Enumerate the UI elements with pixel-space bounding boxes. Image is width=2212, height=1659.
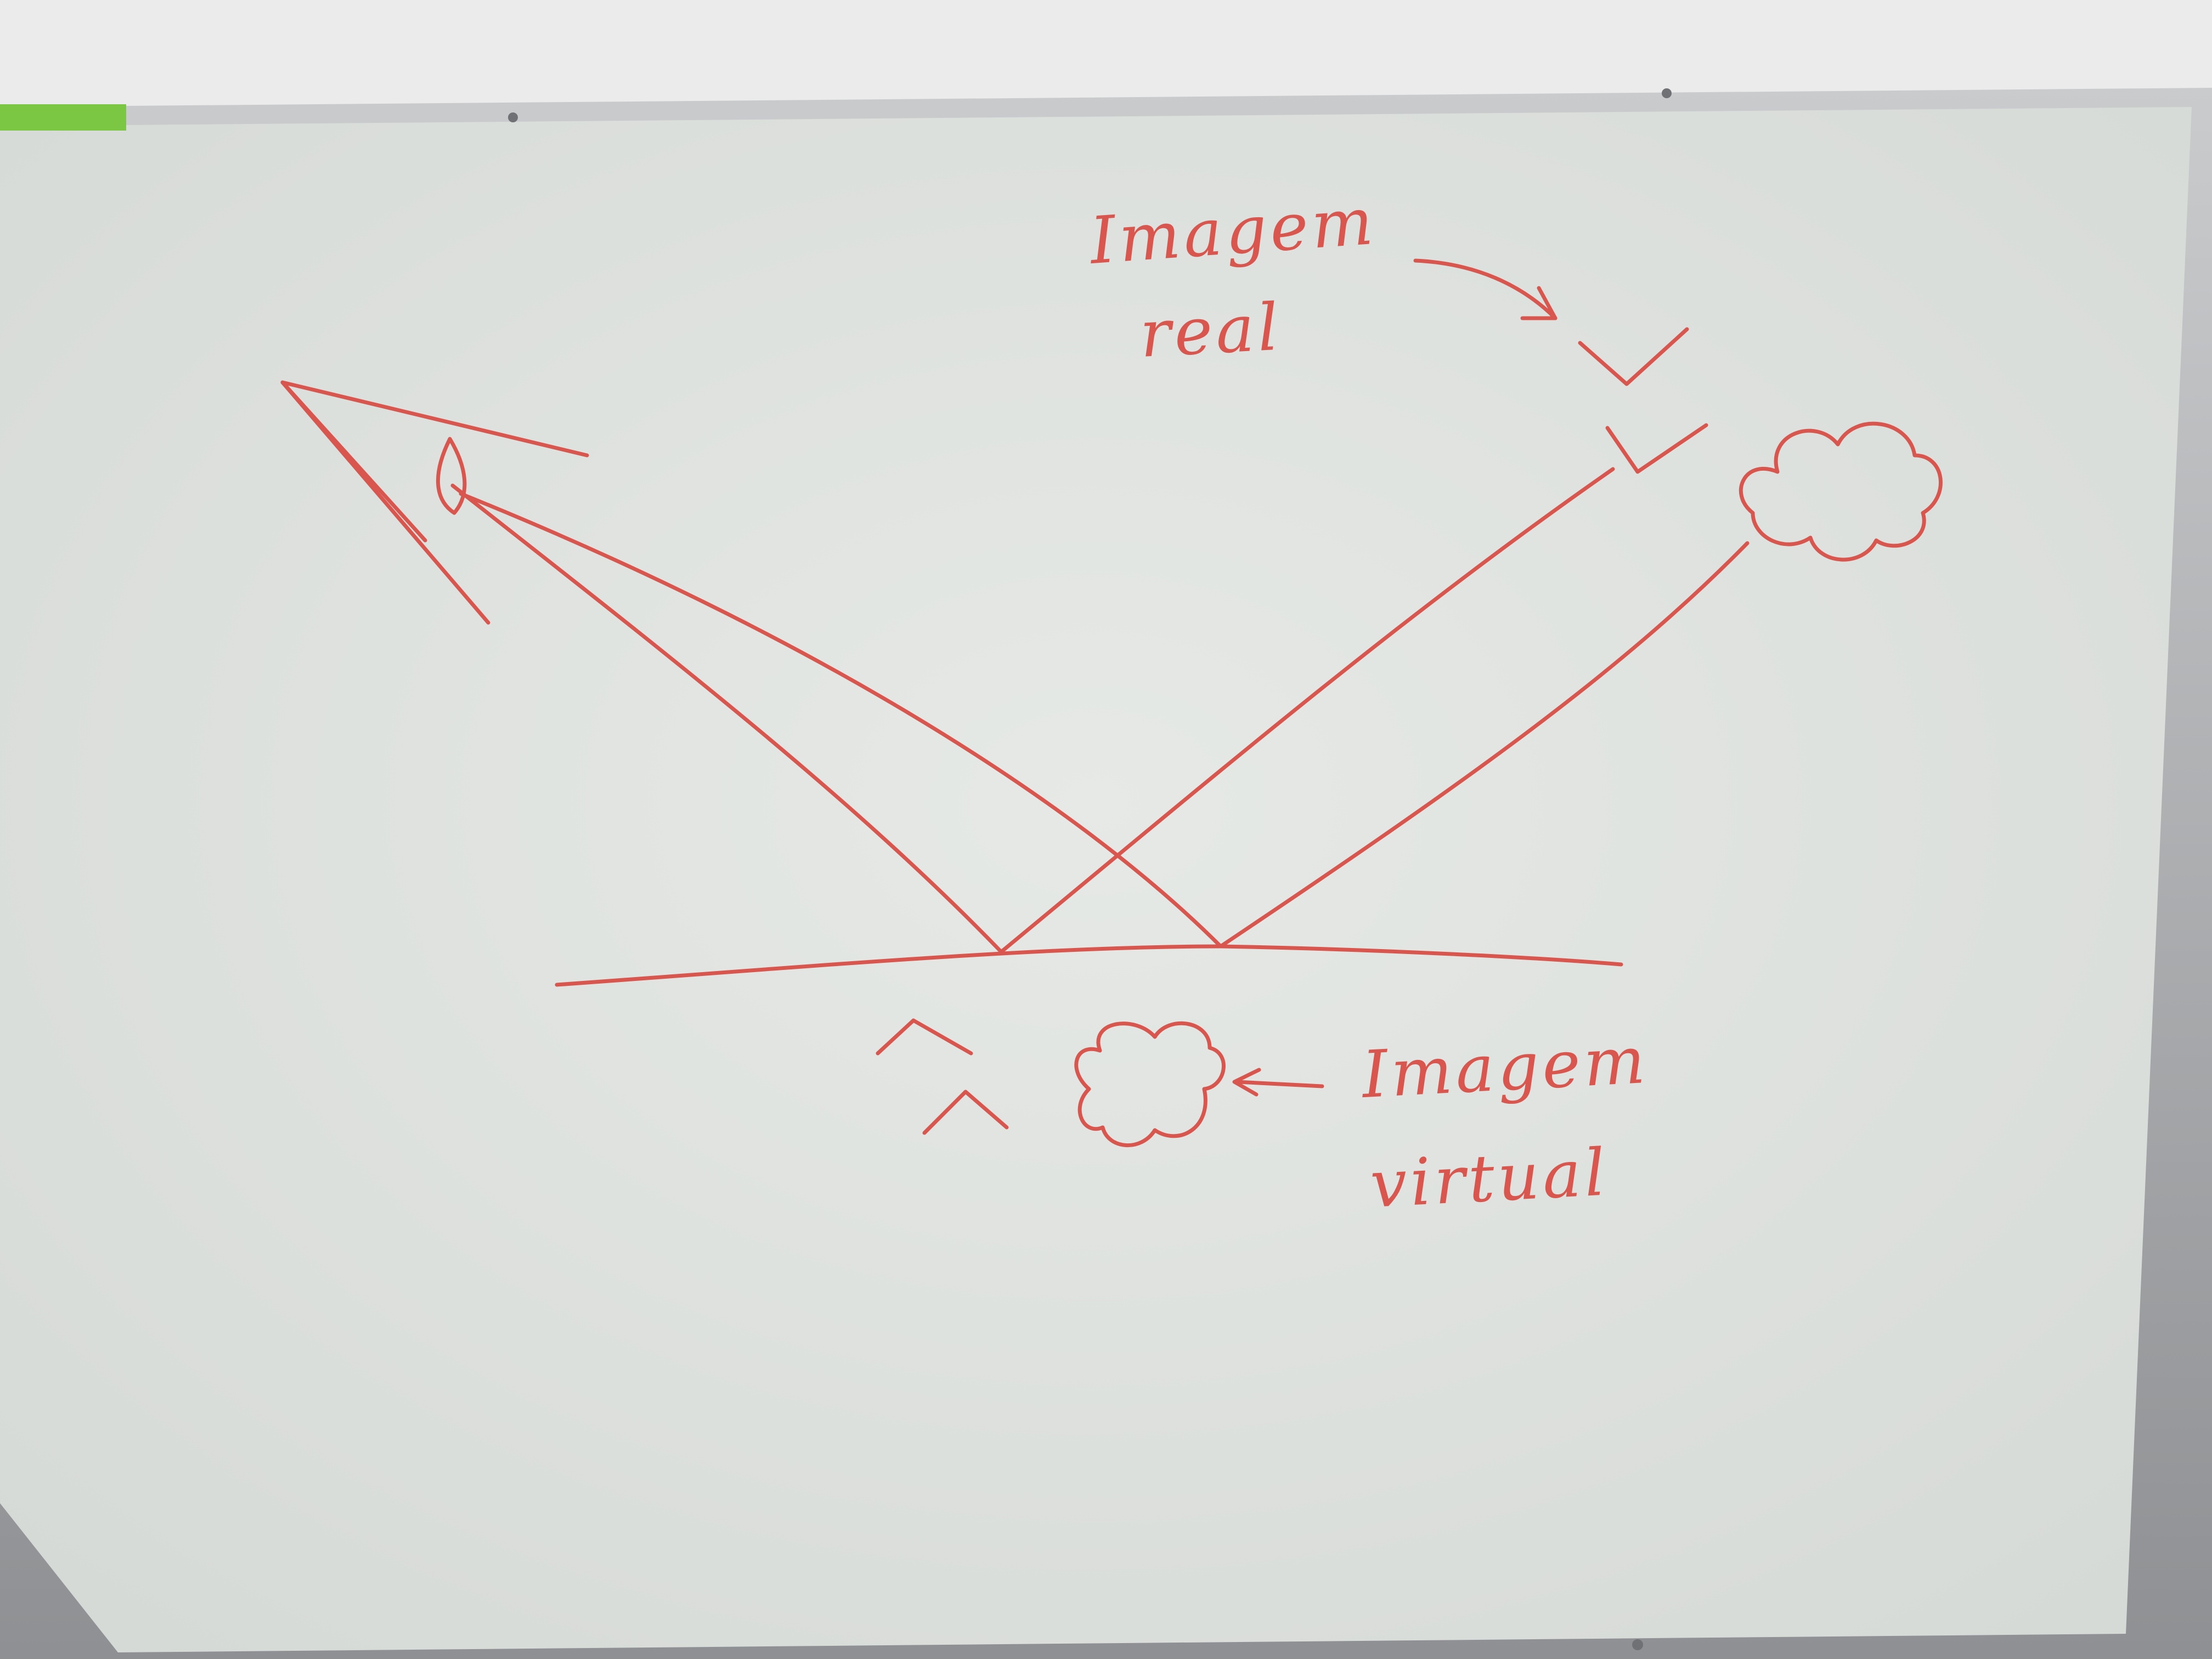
eye-icon [280, 380, 589, 625]
virtual-image-object [876, 1018, 973, 1056]
cloud-icon [1739, 421, 1943, 562]
tape-strip [0, 104, 126, 131]
virtual-image-label-line1: Imagem [1359, 1022, 1650, 1113]
frame-screw [508, 112, 518, 122]
real-image-arrow-head [1520, 286, 1558, 320]
cloud-icon [1074, 1021, 1226, 1148]
frame-screw [1662, 88, 1672, 98]
virtual-image-arrow-head [1232, 1068, 1261, 1097]
real-image-arrow [1413, 258, 1558, 320]
ray-to-eye [450, 483, 1003, 954]
ray-to-eye [459, 492, 1223, 949]
virtual-image-label-line2: virtual [1368, 1134, 1610, 1222]
incident-ray [999, 467, 1615, 954]
mirror-line [555, 944, 1623, 987]
virtual-image-arrow [1235, 1080, 1324, 1088]
real-image-label-line2: real [1138, 289, 1283, 372]
real-image-object [1578, 327, 1689, 386]
incident-ray [1218, 541, 1750, 949]
real-image-object [1605, 423, 1708, 474]
frame-screw [1632, 1639, 1643, 1650]
whiteboard-surface [0, 107, 2192, 1652]
virtual-image-object [922, 1090, 1009, 1135]
